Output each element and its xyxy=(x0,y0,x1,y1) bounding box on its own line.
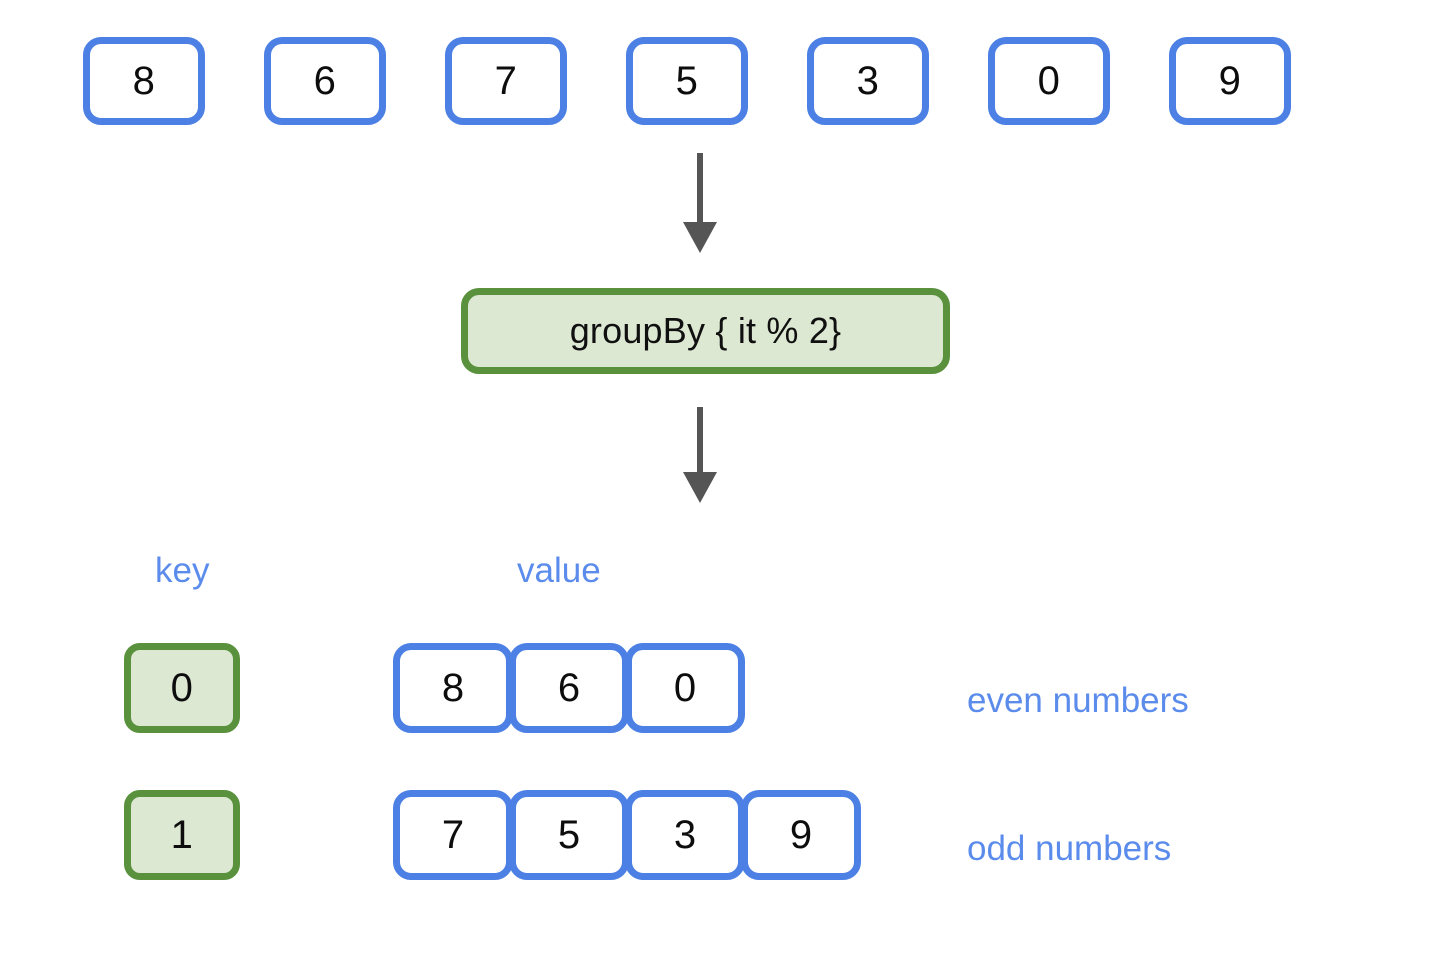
arrow-down-icon xyxy=(683,407,717,503)
input-cell: 8 xyxy=(83,37,205,125)
group-value-row: 7 5 3 9 xyxy=(393,790,861,880)
value-cell: 5 xyxy=(509,790,629,880)
input-cell: 6 xyxy=(264,37,386,125)
input-cell-value: 7 xyxy=(494,59,518,103)
value-cell: 7 xyxy=(393,790,513,880)
value-cell: 0 xyxy=(625,643,745,733)
input-cell: 5 xyxy=(626,37,748,125)
input-cell: 7 xyxy=(445,37,567,125)
value-column-caption: value xyxy=(517,551,601,590)
value-cell-value: 8 xyxy=(441,666,465,710)
value-cell: 8 xyxy=(393,643,513,733)
input-cell-value: 3 xyxy=(856,59,880,103)
value-cell: 3 xyxy=(625,790,745,880)
group-annotation: odd numbers xyxy=(967,829,1172,868)
input-cell-value: 0 xyxy=(1037,59,1061,103)
group-key-value: 0 xyxy=(170,666,194,710)
input-cell-value: 9 xyxy=(1218,59,1242,103)
value-cell-value: 6 xyxy=(557,666,581,710)
input-cell: 0 xyxy=(988,37,1110,125)
group-annotation: even numbers xyxy=(967,681,1189,720)
input-cell: 3 xyxy=(807,37,929,125)
input-cell-value: 6 xyxy=(313,59,337,103)
operation-label: groupBy { it % 2} xyxy=(569,310,842,351)
group-key-cell: 0 xyxy=(124,643,240,733)
value-cell-value: 9 xyxy=(789,813,813,857)
group-key-cell: 1 xyxy=(124,790,240,880)
input-cell-value: 5 xyxy=(675,59,699,103)
input-cell-value: 8 xyxy=(132,59,156,103)
value-cell: 9 xyxy=(741,790,861,880)
key-column-caption: key xyxy=(155,551,210,590)
value-cell-value: 7 xyxy=(441,813,465,857)
arrow-down-icon xyxy=(683,153,717,253)
value-cell: 6 xyxy=(509,643,629,733)
input-cell: 9 xyxy=(1169,37,1291,125)
operation-box: groupBy { it % 2} xyxy=(461,288,950,374)
value-cell-value: 5 xyxy=(557,813,581,857)
value-cell-value: 3 xyxy=(673,813,697,857)
value-cell-value: 0 xyxy=(673,666,697,710)
group-value-row: 8 6 0 xyxy=(393,643,745,733)
group-key-value: 1 xyxy=(170,813,194,857)
